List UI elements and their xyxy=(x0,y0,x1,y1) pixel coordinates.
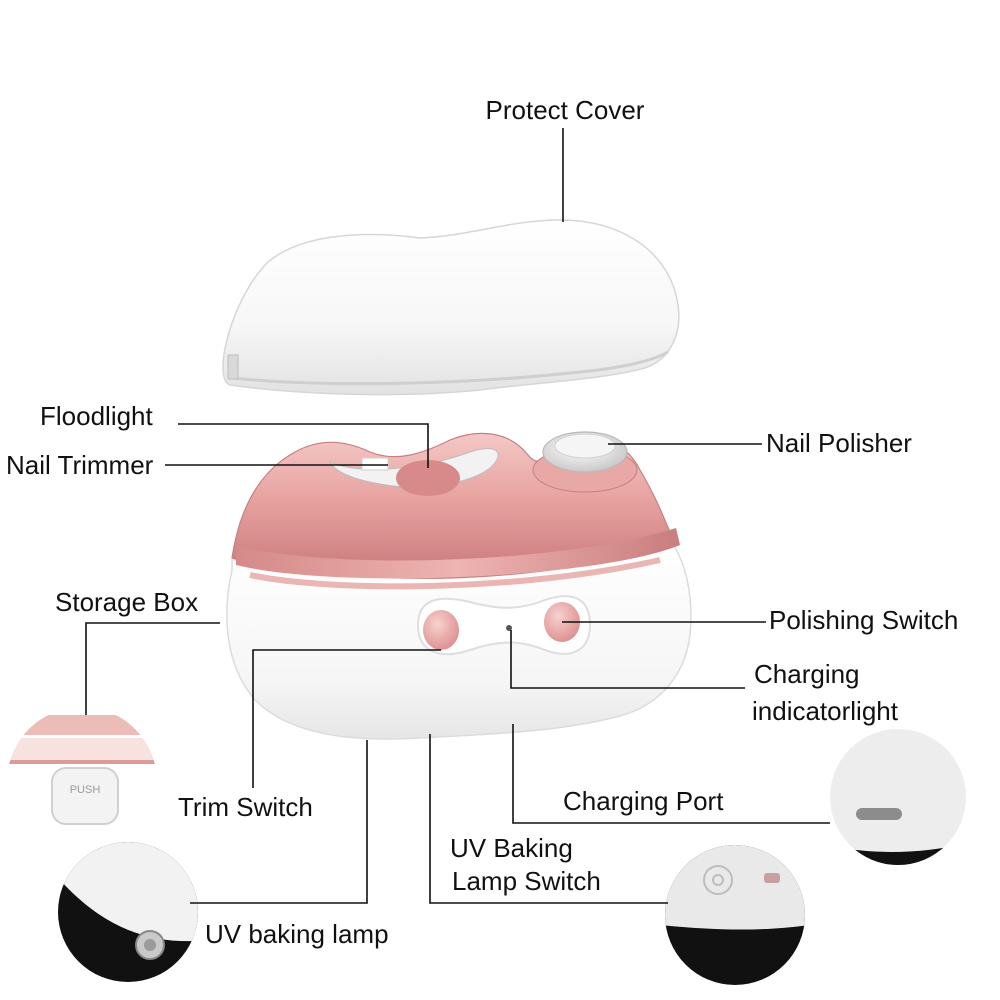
label-nail-trimmer: Nail Trimmer xyxy=(6,450,154,480)
charging-port-inset xyxy=(830,729,966,865)
charging-indicator-dot xyxy=(506,625,512,631)
label-nail-polisher: Nail Polisher xyxy=(766,428,912,458)
leader-storage-box xyxy=(85,622,220,715)
uv-switch-inset xyxy=(665,845,805,985)
label-protect-cover: Protect Cover xyxy=(486,95,645,125)
leader-charging-indicator xyxy=(510,630,745,689)
label-storage-box: Storage Box xyxy=(55,587,198,617)
leader-uv-switch xyxy=(429,734,668,904)
leader-floodlight xyxy=(178,423,429,468)
leader-lines xyxy=(85,128,830,904)
push-label: PUSH xyxy=(70,784,101,796)
protect-cover-shell xyxy=(222,219,680,396)
labels: Protect Cover Floodlight Nail Trimmer Na… xyxy=(6,95,958,949)
storage-box-inset: PUSH xyxy=(7,707,157,857)
label-uv-baking-lamp: UV baking lamp xyxy=(205,919,389,949)
leader-trim-switch xyxy=(252,649,441,788)
label-charging-indicator-line1: Charging xyxy=(754,659,860,689)
trim-switch-button[interactable] xyxy=(423,610,459,650)
label-trim-switch: Trim Switch xyxy=(178,792,313,822)
label-polishing-switch: Polishing Switch xyxy=(769,605,958,635)
label-floodlight: Floodlight xyxy=(40,401,154,431)
uv-lamp-inset xyxy=(58,842,198,982)
label-uv-switch-line1: UV Baking xyxy=(450,833,573,863)
label-charging-indicator-line2: indicatorlight xyxy=(752,696,899,726)
label-charging-port: Charging Port xyxy=(563,786,724,816)
leader-charging-port xyxy=(512,724,830,824)
leader-uv-lamp xyxy=(190,740,368,904)
nail-polisher-head xyxy=(532,431,638,493)
label-uv-switch-line2: Lamp Switch xyxy=(452,866,601,896)
